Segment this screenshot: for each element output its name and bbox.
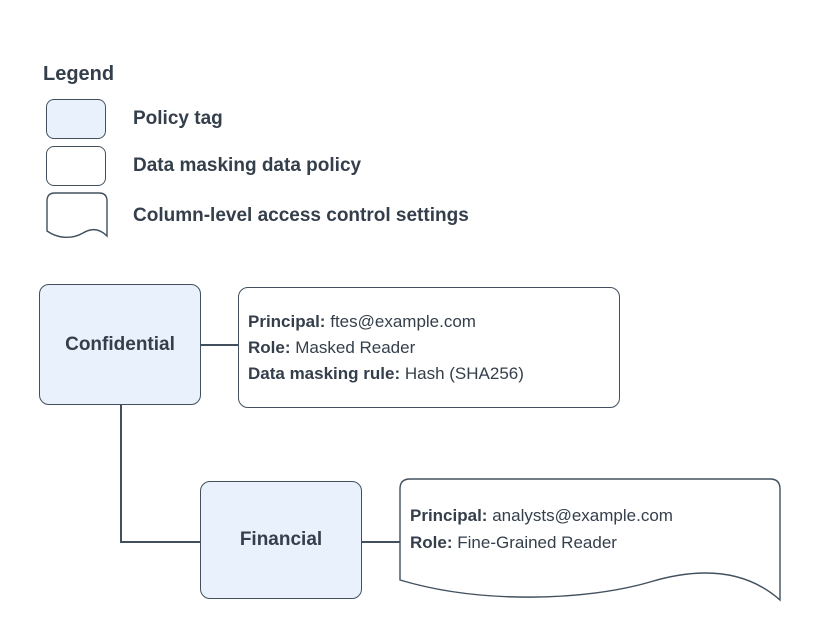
access-settings-role-label: Role: bbox=[410, 533, 453, 552]
access-settings-document-shape bbox=[399, 478, 781, 602]
legend-data-policy-label: Data masking data policy bbox=[133, 155, 362, 176]
data-masking-policy-box: Principal:ftes@example.com Role:Masked R… bbox=[238, 287, 620, 408]
legend-title: Legend bbox=[43, 63, 115, 85]
access-settings-text: Principal:analysts@example.com Role:Fine… bbox=[410, 502, 673, 556]
legend-document-swatch bbox=[46, 192, 108, 238]
masking-policy-rule-line: Data masking rule:Hash (SHA256) bbox=[248, 361, 615, 387]
masking-policy-principal-line: Principal:ftes@example.com bbox=[248, 309, 615, 335]
legend-policy-tag-swatch bbox=[46, 99, 106, 139]
masking-policy-role-value: Masked Reader bbox=[295, 337, 416, 357]
access-settings-role-line: Role:Fine-Grained Reader bbox=[410, 529, 673, 556]
access-settings-principal-label: Principal: bbox=[410, 506, 488, 525]
legend-document-label: Column-level access control settings bbox=[133, 205, 469, 226]
policy-tag-confidential-label: Confidential bbox=[65, 333, 175, 355]
masking-policy-principal-label: Principal: bbox=[248, 311, 326, 331]
policy-tag-confidential: Confidential bbox=[39, 284, 201, 405]
legend-data-policy-swatch bbox=[46, 146, 106, 186]
access-settings-principal-line: Principal:analysts@example.com bbox=[410, 502, 673, 529]
policy-tag-financial-label: Financial bbox=[239, 529, 323, 550]
masking-policy-rule-label: Data masking rule: bbox=[248, 363, 401, 383]
access-settings-role-value: Fine-Grained Reader bbox=[457, 533, 617, 552]
masking-policy-role-label: Role: bbox=[248, 337, 291, 357]
masking-policy-rule-value: Hash (SHA256) bbox=[404, 363, 524, 383]
access-settings-principal-value: analysts@example.com bbox=[492, 506, 673, 525]
connector-confidential-to-financial-vertical bbox=[120, 405, 122, 542]
connector-confidential-to-financial-horizontal bbox=[120, 541, 200, 543]
connector-confidential-to-masking-policy bbox=[201, 344, 238, 346]
connector-financial-to-access-settings bbox=[362, 541, 400, 543]
legend-policy-tag-label: Policy tag bbox=[133, 108, 223, 129]
masking-policy-principal-value: ftes@example.com bbox=[330, 311, 476, 331]
policy-tag-financial: Financial bbox=[200, 481, 362, 599]
masking-policy-role-line: Role:Masked Reader bbox=[248, 335, 615, 361]
